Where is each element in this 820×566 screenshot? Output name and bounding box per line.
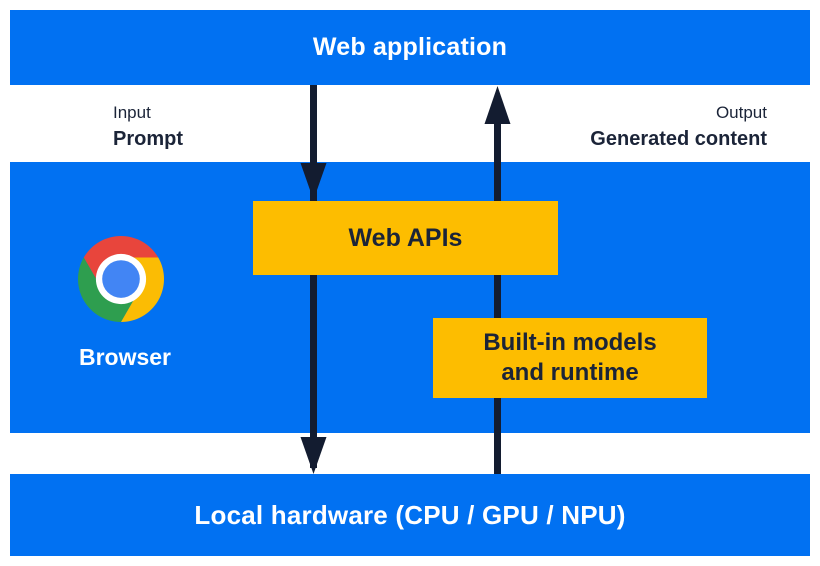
input-label-group: Input Prompt xyxy=(113,101,183,153)
built-in-models-label-line2: and runtime xyxy=(501,359,639,386)
input-category-label: Input xyxy=(113,103,151,122)
built-in-models-box: Built-in models and runtime xyxy=(433,318,707,398)
input-value-label: Prompt xyxy=(113,128,183,150)
local-hardware-bar: Local hardware (CPU / GPU / NPU) xyxy=(10,474,810,556)
web-apis-label: Web APIs xyxy=(348,224,463,252)
web-application-bar: Web application xyxy=(10,10,810,85)
web-apis-box: Web APIs xyxy=(253,201,558,275)
web-application-label: Web application xyxy=(312,33,508,61)
built-in-models-label-line1: Built-in models xyxy=(483,329,657,356)
local-hardware-label: Local hardware (CPU / GPU / NPU) xyxy=(194,499,626,530)
chrome-icon xyxy=(78,236,164,322)
output-value-label: Generated content xyxy=(590,128,767,150)
browser-label: Browser xyxy=(78,344,172,370)
arrowhead-up-icon xyxy=(484,86,511,124)
arrowhead-down-icon xyxy=(300,437,327,474)
output-label-group: Output Generated content xyxy=(590,101,767,153)
output-category-label: Output xyxy=(715,103,767,122)
